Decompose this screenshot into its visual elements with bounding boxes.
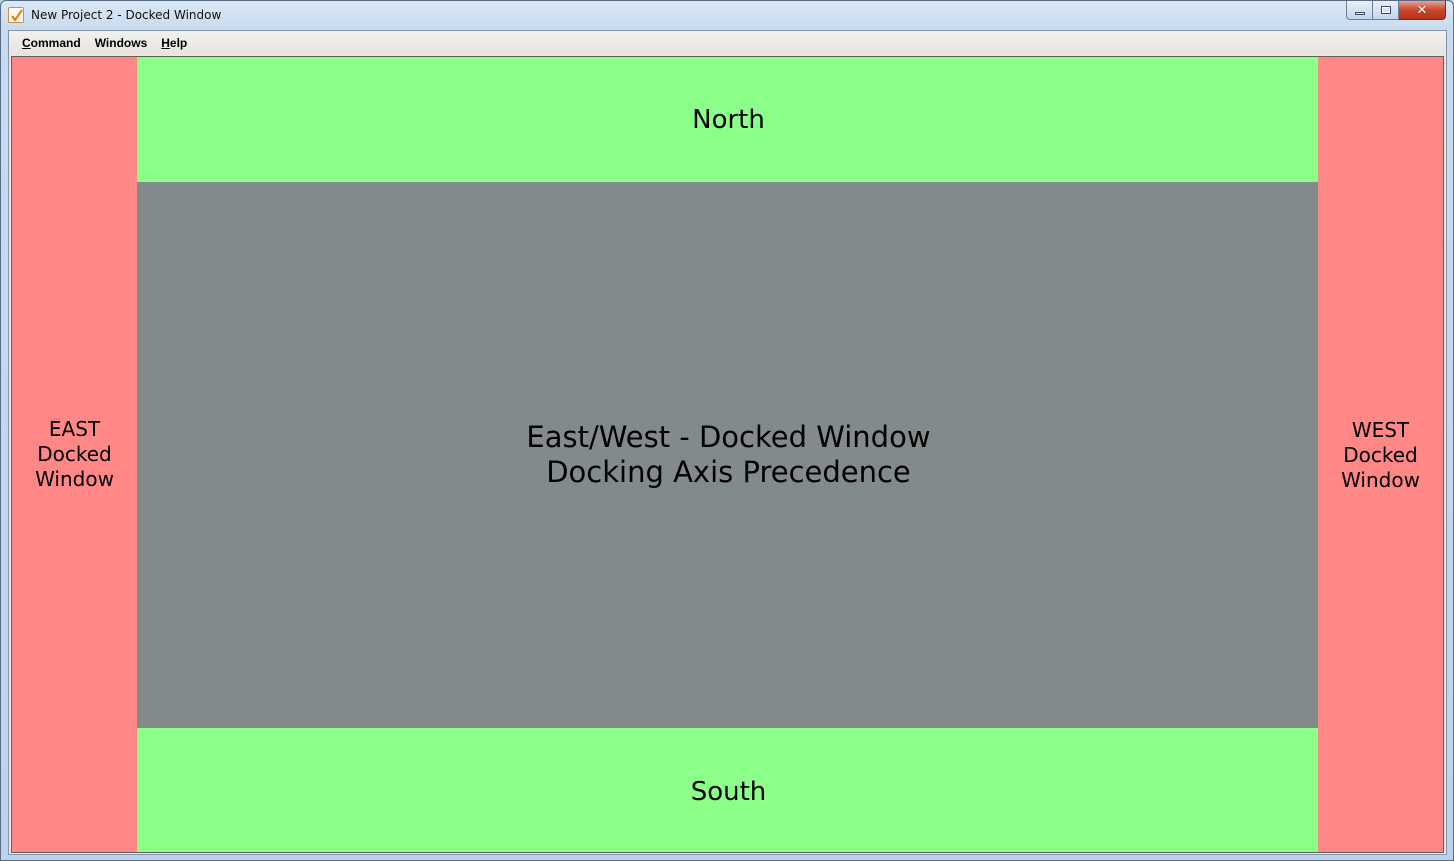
- menu-bar: Command Windows Help: [9, 31, 1446, 55]
- menu-windows-label: Windows: [94, 36, 148, 50]
- west-pane-label: WEST Docked Window: [1341, 418, 1420, 493]
- client-area: Command Windows Help EAST Docked Window …: [8, 30, 1447, 855]
- close-icon: ✕: [1416, 2, 1428, 18]
- menu-command[interactable]: Command: [15, 36, 88, 50]
- west-label-line: Window: [1341, 468, 1420, 492]
- menu-command-mnemonic: C: [22, 36, 31, 50]
- app-checkmark-icon: [8, 7, 24, 23]
- west-label-line: WEST: [1351, 418, 1410, 442]
- menu-windows[interactable]: Windows: [88, 36, 155, 50]
- menu-help[interactable]: Help: [154, 36, 194, 50]
- maximize-button[interactable]: [1373, 1, 1399, 20]
- north-docked-window[interactable]: North: [137, 57, 1320, 182]
- west-docked-window[interactable]: WEST Docked Window: [1318, 57, 1443, 852]
- north-pane-label: North: [692, 104, 765, 135]
- menu-help-mnemonic: H: [161, 36, 170, 50]
- west-label-line: Docked: [1343, 443, 1418, 467]
- east-label-line: EAST: [48, 417, 101, 441]
- maximize-icon: [1380, 6, 1391, 14]
- east-pane-label: EAST Docked Window: [35, 417, 114, 492]
- caption-buttons: ✕: [1346, 1, 1446, 21]
- east-label-line: Window: [35, 467, 114, 491]
- center-label-line: East/West - Docked Window: [526, 420, 931, 454]
- title-bar[interactable]: New Project 2 - Docked Window ✕: [1, 1, 1453, 30]
- window-title: New Project 2 - Docked Window: [31, 8, 222, 22]
- minimize-icon: [1354, 11, 1365, 15]
- east-docked-window[interactable]: EAST Docked Window: [12, 57, 137, 852]
- east-label-line: Docked: [37, 442, 112, 466]
- menu-command-label: ommand: [30, 36, 81, 50]
- center-label-line: Docking Axis Precedence: [546, 455, 911, 489]
- dock-layout: EAST Docked Window North East/West - Doc…: [11, 56, 1444, 853]
- center-content-pane[interactable]: East/West - Docked Window Docking Axis P…: [137, 182, 1320, 728]
- south-pane-label: South: [690, 777, 767, 807]
- close-button[interactable]: ✕: [1399, 1, 1446, 20]
- south-docked-window[interactable]: South: [137, 728, 1320, 852]
- menu-help-label: elp: [169, 36, 188, 50]
- minimize-button[interactable]: [1346, 1, 1373, 20]
- center-pane-label: East/West - Docked Window Docking Axis P…: [526, 420, 930, 490]
